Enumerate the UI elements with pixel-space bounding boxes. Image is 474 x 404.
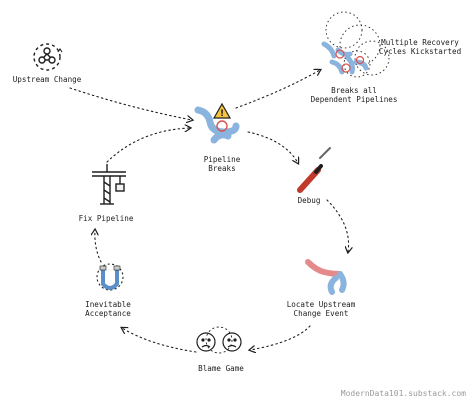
- screwdriver-icon: [297, 147, 331, 193]
- debug-label: Debug: [297, 196, 321, 205]
- fix-pipeline-label: Fix Pipeline: [78, 214, 134, 223]
- break-marks: [335, 49, 365, 73]
- pipeline-breaks-label: Pipeline Breaks: [204, 155, 241, 173]
- frown-face-icon: [196, 326, 242, 354]
- locate-event-line-1: Locate Upstream: [286, 300, 356, 309]
- multiple-recovery-line-2: Cycles Kickstarted: [378, 47, 462, 56]
- blame-game-label: Blame Game: [198, 364, 244, 373]
- breaks-all-line-1: Breaks all: [331, 86, 377, 95]
- crane-icon: [92, 164, 126, 205]
- pipeline-breaks-line-1: Pipeline: [203, 155, 241, 164]
- arrow-upstream-to-pipeline: [69, 87, 192, 120]
- pipe-locate-icon: [305, 259, 347, 295]
- arrow-blame-to-acceptance: [122, 328, 197, 353]
- multiple-recovery-label: Multiple Recovery Cycles Kickstarted: [379, 38, 461, 56]
- pipeline-breaks-line-2: Breaks: [208, 164, 236, 173]
- watermark: ModernData101.substack.com: [340, 389, 466, 398]
- arrow-locate-to-blame: [250, 325, 311, 350]
- svg-text:!: !: [220, 109, 224, 119]
- locate-event-label: Locate Upstream Change Event: [287, 300, 356, 318]
- network-icon: [33, 43, 63, 71]
- acceptance-line-2: Acceptance: [85, 309, 131, 318]
- arrow-pipeline-to-debug: [247, 131, 298, 163]
- acceptance-line-1: Inevitable: [85, 300, 131, 309]
- arrow-fix-to-pipeline: [106, 128, 190, 163]
- breaks-all-line-2: Dependent Pipelines: [310, 95, 398, 104]
- warning-icon: !: [212, 102, 232, 119]
- pipe-knot-icon: [194, 106, 240, 144]
- upstream-change-label: Upstream Change: [12, 75, 82, 84]
- arrow-acceptance-to-fix: [95, 230, 102, 263]
- multiple-recovery-line-1: Multiple Recovery: [381, 38, 459, 47]
- acceptance-label: Inevitable Acceptance: [85, 300, 131, 318]
- arrow-pipeline-to-recovery: [235, 70, 320, 109]
- breaks-all-label: Breaks all Dependent Pipelines: [311, 86, 398, 104]
- locate-event-line-2: Change Event: [293, 309, 349, 318]
- magnet-icon: [96, 263, 124, 291]
- arrow-debug-to-locate: [326, 199, 349, 252]
